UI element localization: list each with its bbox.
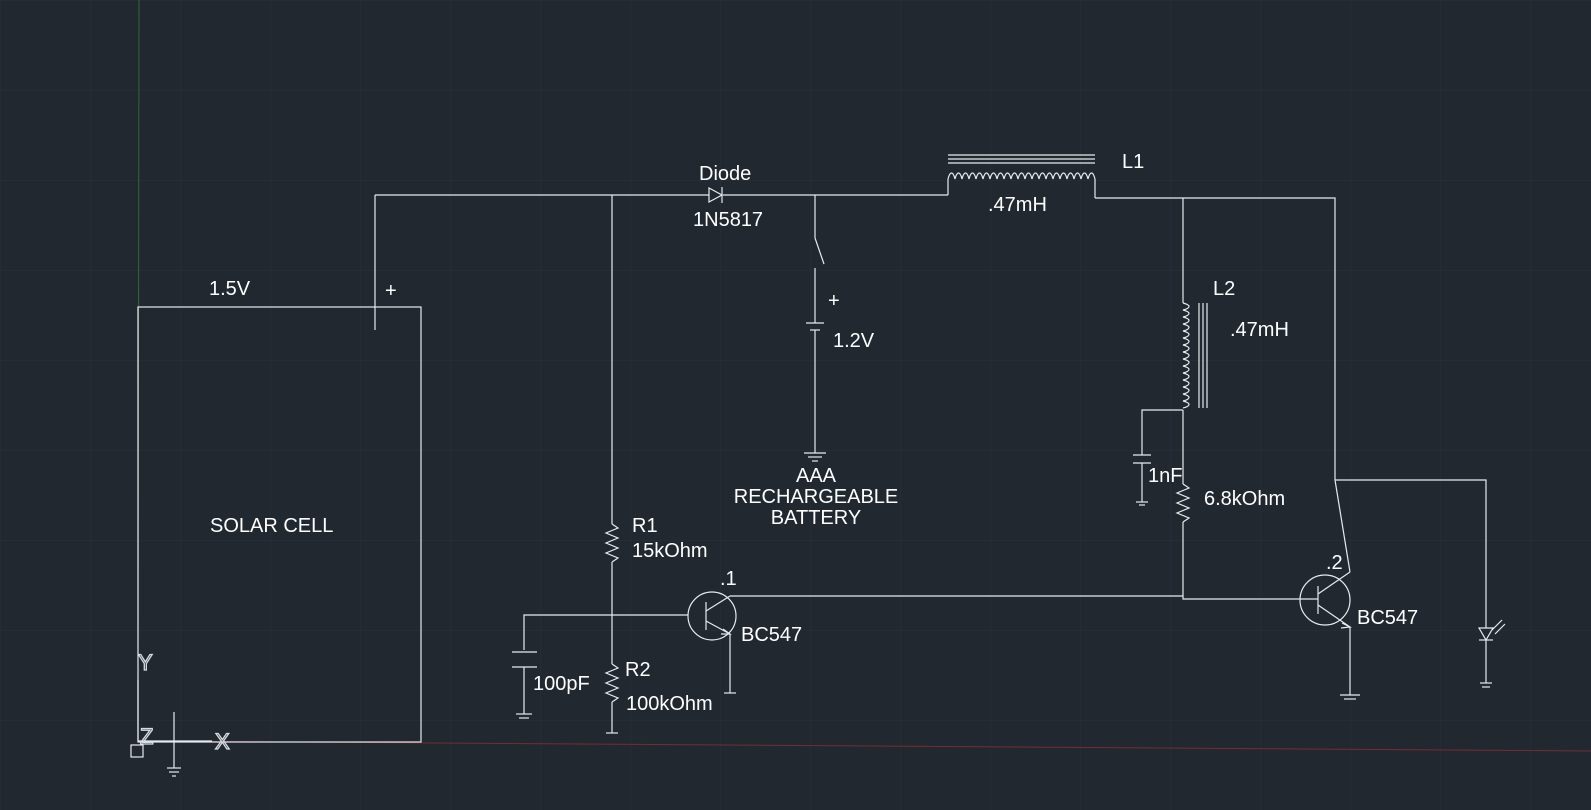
ucs-z-label: Z <box>140 724 153 749</box>
capacitor-c1[interactable] <box>512 651 537 719</box>
solar-cell-label: SOLAR CELL <box>210 515 333 537</box>
diode-part-label: 1N5817 <box>693 209 763 231</box>
battery-label-line1: AAA <box>796 465 837 487</box>
l1-name-label: L1 <box>1122 151 1144 173</box>
r3-to-q2-wire <box>1182 522 1300 600</box>
transistor-q1[interactable] <box>687 591 737 641</box>
origin-ground <box>167 712 181 777</box>
ucs-x-label: X <box>215 729 230 754</box>
diode-symbol[interactable] <box>708 186 724 204</box>
c1-value-label: 100pF <box>533 673 590 695</box>
battery-voltage-label: 1.2V <box>833 330 875 352</box>
led-wire <box>1335 479 1487 628</box>
capacitor-c2[interactable] <box>1133 454 1151 506</box>
battery-label-line2: RECHARGEABLE <box>734 486 899 508</box>
solar-cell-box[interactable] <box>137 306 422 743</box>
l2-value-label: .47mH <box>1230 319 1289 341</box>
l2-name-label: L2 <box>1213 278 1235 300</box>
r1-name-label: R1 <box>632 515 658 537</box>
q2-collector-wire <box>1334 479 1351 573</box>
resistor-r3[interactable] <box>1175 483 1191 523</box>
ucs-icon <box>130 680 212 758</box>
q2-part-label: BC547 <box>1357 607 1418 629</box>
r2-value-label: 100kOhm <box>626 693 713 715</box>
c2-value-label: 1nF <box>1148 465 1182 487</box>
battery-ground <box>804 452 826 462</box>
solar-voltage-label: 1.5V <box>209 278 251 300</box>
ucs-y-label: Y <box>138 650 153 675</box>
r1-value-label: 15kOhm <box>632 540 708 562</box>
l1-value-label: .47mH <box>988 194 1047 216</box>
battery-plus-label: + <box>828 290 840 312</box>
led-symbol[interactable] <box>1477 619 1506 688</box>
inductor-l1[interactable] <box>947 154 1096 198</box>
resistor-r2[interactable] <box>604 663 620 703</box>
x-axis-line <box>137 740 1591 752</box>
q1-name-label: .1 <box>720 568 737 590</box>
diode-title-label: Diode <box>699 163 751 185</box>
transistor-q2[interactable] <box>1299 571 1353 629</box>
q2-emitter-ground <box>1340 694 1360 700</box>
q2-name-label: .2 <box>1326 552 1343 574</box>
r3-value-label: 6.8kOhm <box>1204 488 1285 510</box>
battery-switch[interactable] <box>814 195 825 323</box>
q1-part-label: BC547 <box>741 624 802 646</box>
l2-tap-wire <box>1141 409 1183 455</box>
r2-name-label: R2 <box>625 659 651 681</box>
solar-plus-label: + <box>385 280 397 302</box>
battery-symbol[interactable] <box>806 322 824 453</box>
l1-right-wire <box>1095 197 1336 480</box>
battery-label-line3: BATTERY <box>771 507 861 529</box>
resistor-r1[interactable] <box>604 523 620 563</box>
q1-base-wire <box>523 614 688 650</box>
inductor-l2[interactable] <box>1182 302 1208 409</box>
